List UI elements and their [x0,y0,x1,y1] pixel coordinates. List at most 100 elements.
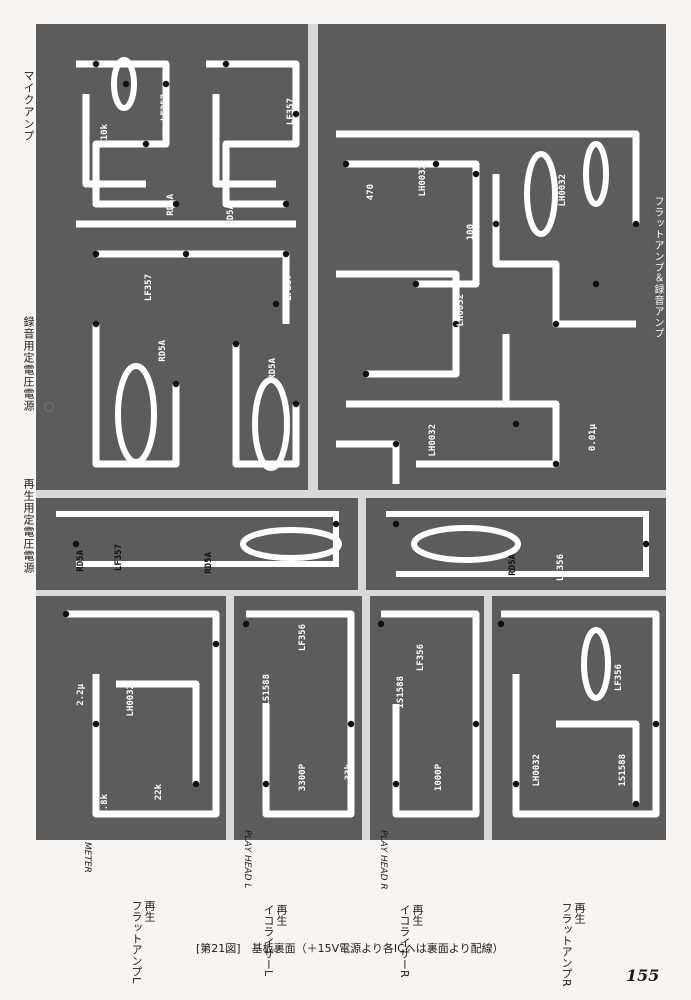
trace-mic-4 [212,94,276,188]
solder-pad [472,170,480,178]
regulator-label: RD5A [226,204,236,226]
solder-pad [282,200,290,208]
trace-mic-5 [96,250,290,324]
solder-pad [212,640,220,648]
solder-pad [392,520,400,528]
divider-v-a [226,596,234,840]
trace-flat-l [66,610,220,818]
solder-pad [552,460,560,468]
solder-pad [347,720,355,728]
regulator-label: RD5A [508,554,518,576]
regulator-label: RD5A [204,552,214,574]
trace-flat-r-2 [556,720,640,804]
trace-rec-7 [336,440,400,484]
solder-pad [362,370,370,378]
ic-label: LH0032 [558,174,568,207]
oval-rec-1 [524,151,558,237]
solder-pad [262,780,270,788]
solder-pad [512,420,520,428]
solder-pad [192,780,200,788]
solder-pad [172,200,180,208]
ic-label: LH0032 [418,164,428,197]
pcb-traces [36,24,666,840]
solder-pad [552,320,560,328]
regulator-label: RD5A [268,358,278,380]
ic-label: LH0032 [456,294,466,327]
value-label: 1000P [434,764,444,792]
trace-eq-r [381,610,480,818]
solder-pad [92,720,100,728]
label-mic-amp: マイクアンプ [22,70,35,142]
trace-eq-l [246,610,355,818]
solder-pad [452,320,460,328]
value-label: 33k [344,764,354,781]
oval-rec-reg [411,525,521,563]
divider-horizontal-2 [36,590,666,596]
solder-pad [652,720,660,728]
solder-pad [232,340,240,348]
label-flat-amp-l: 再生 フラットアンプL [130,900,156,984]
trace-mic-2 [206,60,300,208]
value-label: 10k [100,124,110,141]
solder-pad [472,720,480,728]
trace-mic-3 [82,94,146,188]
value-label: 6.8k [100,794,110,816]
solder-pad [512,780,520,788]
divider-vertical-mid [358,490,366,590]
solder-pad [377,620,385,628]
divider-vertical-top [308,24,318,490]
ic-label: LH0032 [428,424,438,457]
oval-mic-1 [111,57,137,111]
page-number: 155 [626,966,660,985]
figure-caption: [第21図] 基板裏面（＋15V電源より各ICへは裏面より配線） [196,942,504,955]
solder-pad [632,800,640,808]
solder-pad [282,250,290,258]
solder-pad [632,220,640,228]
solder-pad [242,620,250,628]
value-label: 0.01μ [588,424,598,452]
ic-label: LF356 [416,644,426,672]
solder-pad [642,540,650,548]
regulator-label: RD5A [158,340,168,362]
solder-pad [292,400,300,408]
trace-rec-3 [492,174,636,328]
divider-horizontal [36,490,666,498]
ic-label: LH0032 [126,684,136,717]
label-play-regulator: 再生用定電圧電源 [22,478,35,574]
solder-pad [412,280,420,288]
oval-reg-1 [115,363,157,465]
solder-pad [392,780,400,788]
divider-v-c [484,596,492,840]
divider-v-b [362,596,370,840]
solder-pad [592,280,600,288]
trace-mic-1 [76,60,176,208]
regulator-label: RD5A [166,194,176,216]
solder-pad [332,520,340,528]
value-label: 2.2μ [76,684,86,706]
mounting-hole [44,402,54,412]
regulator-label: RD5A [76,550,86,572]
solder-pad [292,110,300,118]
ic-label: LF357 [114,544,124,572]
diode-label: 1S1588 [618,754,628,787]
diode-label: 1S1588 [262,674,272,707]
ic-label: LF357 [160,94,170,122]
oval-rec-2 [583,141,609,207]
solder-pad [492,220,500,228]
solder-pad [342,160,350,168]
connector-play-head-l: PLAY HEAD L [242,830,252,889]
solder-pad [92,250,100,258]
solder-pad [392,440,400,448]
solder-pad [62,610,70,618]
oval-reg-2 [252,377,290,471]
solder-pad [222,60,230,68]
diode-label: 1S1588 [396,676,406,709]
trace-flat-r [501,610,660,818]
oval-play-reg [240,527,342,561]
ic-label: LF357 [284,274,294,302]
solder-pad [122,80,130,88]
solder-pad [72,540,80,548]
ic-label: LF357 [144,274,154,302]
solder-pad [172,380,180,388]
ic-label: LF356 [614,664,624,692]
